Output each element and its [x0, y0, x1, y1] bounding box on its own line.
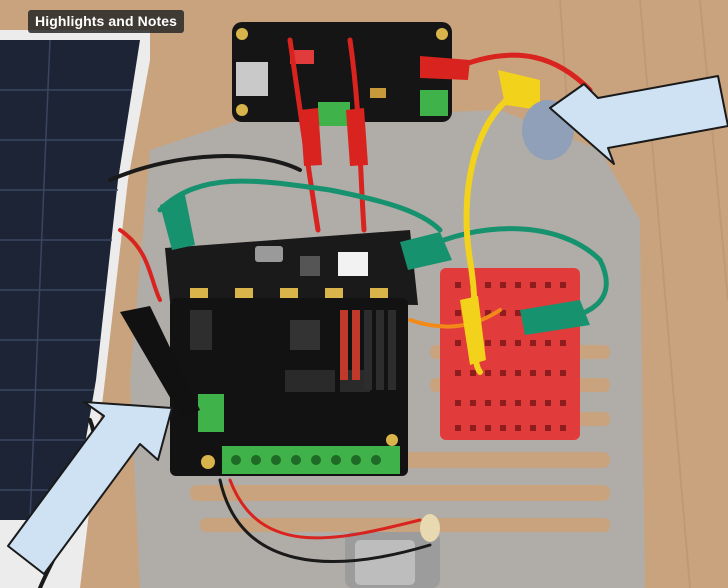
- expansion-board: [170, 298, 408, 476]
- power-module-board: [232, 22, 452, 126]
- arrow-top-right: [549, 75, 728, 165]
- alligator-clips: [120, 56, 590, 418]
- mini-breadboard: [440, 268, 580, 440]
- dc-motor: [345, 514, 440, 588]
- arrow-bottom-left: [7, 401, 173, 575]
- microcontroller-board: [165, 230, 418, 305]
- highlights-notes-label[interactable]: Highlights and Notes: [28, 10, 184, 33]
- solar-panel: [0, 30, 150, 588]
